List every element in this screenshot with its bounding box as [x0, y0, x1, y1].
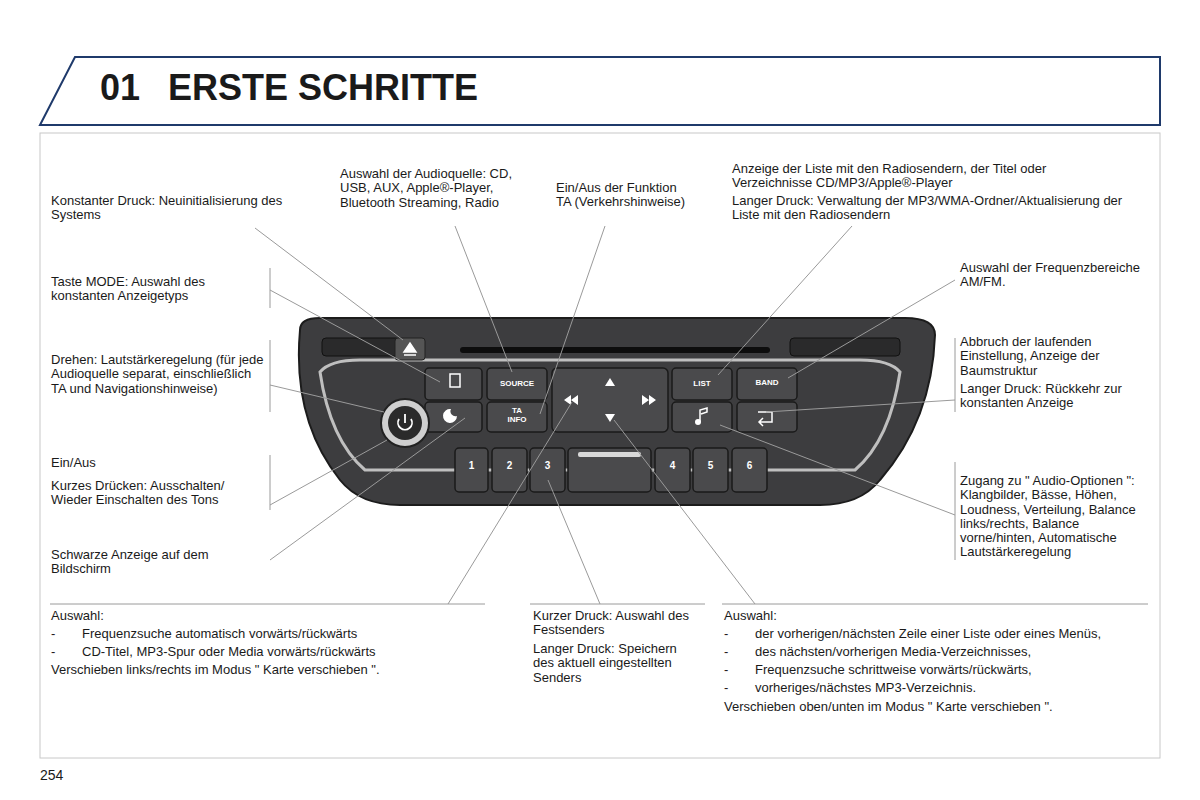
preset-number: 5: [693, 460, 728, 471]
callout-text: Auswahl:: [724, 609, 924, 623]
eject-icon: [404, 343, 416, 355]
callout-text: Frequenzsuche automatisch vorwärts/rückw…: [82, 627, 462, 641]
audio-button: [672, 402, 732, 432]
back-button: [737, 402, 797, 432]
chrome-trim: [320, 360, 900, 470]
callout-text: der vorherigen/nächsten Zeile einer List…: [755, 627, 1155, 641]
arrow-pad: [552, 368, 668, 432]
up-arrow: [605, 378, 615, 386]
callout-text: des nächsten/vorherigen Media-Verzeichni…: [755, 645, 1155, 659]
power-icon: [398, 414, 412, 430]
callout-text: Zugang zu " Audio-Optionen ": Klangbilde…: [960, 474, 1152, 560]
callout-text: Abbruch der laufenden Einstellung, Anzei…: [960, 335, 1150, 378]
callout-text: vorheriges/nächstes MP3-Verzeichnis.: [755, 681, 1155, 695]
list-button: [672, 368, 732, 400]
callout-text: Konstanter Druck: Neuinitialisierung des…: [51, 194, 311, 223]
source-button: [487, 368, 547, 400]
callout-text: Auswahl:: [51, 609, 251, 623]
callout-text: Kurzer Druck: Auswahl des Festsenders: [533, 609, 693, 638]
radio-body: [299, 318, 935, 505]
callout-text: Frequenzsuche schrittweise vorwärts/rück…: [755, 663, 1155, 677]
callout-text: Ein/Aus: [51, 456, 251, 470]
header-frame: [40, 57, 1160, 125]
callout-text: Langer Druck: Verwaltung der MP3/WMA-Ord…: [732, 194, 1132, 223]
callout-text: -: [51, 627, 71, 641]
button-label: BAND: [737, 379, 797, 388]
content-frame: [40, 133, 1160, 758]
page-number: 254: [40, 768, 100, 783]
preset-number: 3: [530, 460, 565, 471]
slot: [322, 338, 400, 356]
forward-arrow: [642, 395, 656, 405]
preset-center: [568, 448, 651, 492]
callout-text: Taste MODE: Auswahl des konstanten Anzei…: [51, 275, 266, 304]
callout-text: -: [724, 645, 744, 659]
moon-icon: [443, 409, 457, 423]
preset-button: [455, 448, 488, 492]
callout-text: Verschieben links/rechts im Modus " Kart…: [51, 663, 471, 677]
ta-button: [487, 402, 547, 432]
callout-text: -: [51, 645, 71, 659]
preset-number: 2: [492, 460, 527, 471]
callout-text: -: [724, 681, 744, 695]
page-title: ERSTE SCHRITTE: [168, 68, 668, 108]
callout-text: Anzeige der Liste mit den Radiosendern, …: [732, 162, 1112, 191]
button-label: SOURCE: [487, 380, 547, 389]
callout-text: Schwarze Anzeige auf dem Bildschirm: [51, 548, 261, 577]
preset-light: [578, 452, 641, 457]
mode-button: [425, 368, 482, 400]
slot: [790, 338, 900, 356]
preset-number: 1: [455, 460, 488, 471]
volume-knob: [381, 399, 429, 447]
note-icon: [700, 408, 707, 422]
callout-text: Langer Druck: Speichern des aktuell eing…: [533, 642, 693, 685]
dark-button: [425, 402, 482, 432]
preset-button: [492, 448, 527, 492]
callout-text: -: [724, 627, 744, 641]
cd-slot: [460, 347, 770, 353]
down-arrow: [605, 414, 615, 422]
button-label: TA: [487, 407, 547, 416]
volume-knob: [388, 406, 422, 440]
preset-button: [693, 448, 728, 492]
button-label: LIST: [672, 380, 732, 389]
preset-button: [530, 448, 565, 492]
callout-text: Langer Druck: Rückkehr zur konstanten An…: [960, 382, 1150, 411]
callout-text: Ein/Aus der Funktion TA (Verkehrshinweis…: [556, 181, 686, 210]
callout-text: Auswahl der Audioquelle: CD, USB, AUX, A…: [340, 167, 515, 210]
back-icon: [758, 412, 772, 426]
callout-text: Verschieben oben/unten im Modus " Karte …: [724, 700, 1144, 714]
preset-button: [732, 448, 767, 492]
band-button: [737, 368, 797, 400]
preset-button: [655, 448, 690, 492]
callout-text: -: [724, 663, 744, 677]
button-label: INFO: [487, 416, 547, 425]
eject-button: [395, 338, 425, 360]
callout-text: Drehen: Lautstärkeregelung (für jede Aud…: [51, 353, 266, 396]
section-number: 01: [100, 68, 170, 108]
preset-number: 6: [732, 460, 767, 471]
mode-icon: [450, 374, 460, 387]
preset-number: 4: [655, 460, 690, 471]
callout-text: CD-Titel, MP3-Spur oder Media vorwärts/r…: [82, 645, 462, 659]
callout-text: Kurzes Drücken: Ausschalten/ Wieder Eins…: [51, 479, 266, 508]
callout-text: Auswahl der Frequenzbereiche AM/FM.: [960, 261, 1150, 290]
